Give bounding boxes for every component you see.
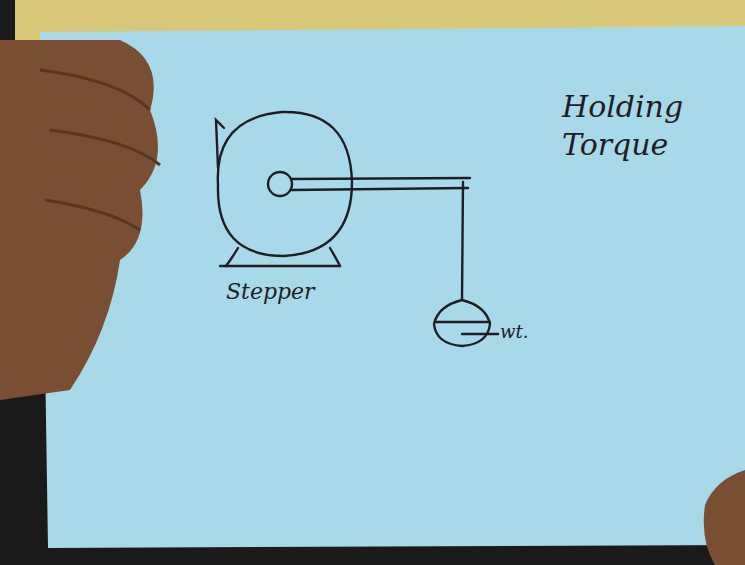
motor-shaft — [268, 172, 292, 196]
pan-bowl — [434, 300, 490, 346]
arm-top — [291, 178, 470, 179]
title-heading: Holding Torque — [562, 88, 682, 163]
left-hand — [0, 40, 158, 400]
motor-body — [218, 112, 352, 256]
weight-pan — [434, 300, 498, 346]
right-hand — [704, 470, 745, 565]
string — [462, 182, 463, 300]
weight-label: wt. — [500, 321, 528, 344]
arm-bottom — [291, 188, 468, 190]
lever-arm — [291, 178, 470, 300]
motor-base — [220, 265, 340, 267]
paper-sheet — [40, 26, 745, 548]
leader-line — [462, 333, 498, 335]
part-label: Stepper — [226, 278, 315, 306]
finger-lines — [40, 70, 160, 230]
pan-rim — [436, 321, 490, 323]
motor-feet — [226, 248, 340, 266]
motor-mark — [216, 120, 224, 168]
